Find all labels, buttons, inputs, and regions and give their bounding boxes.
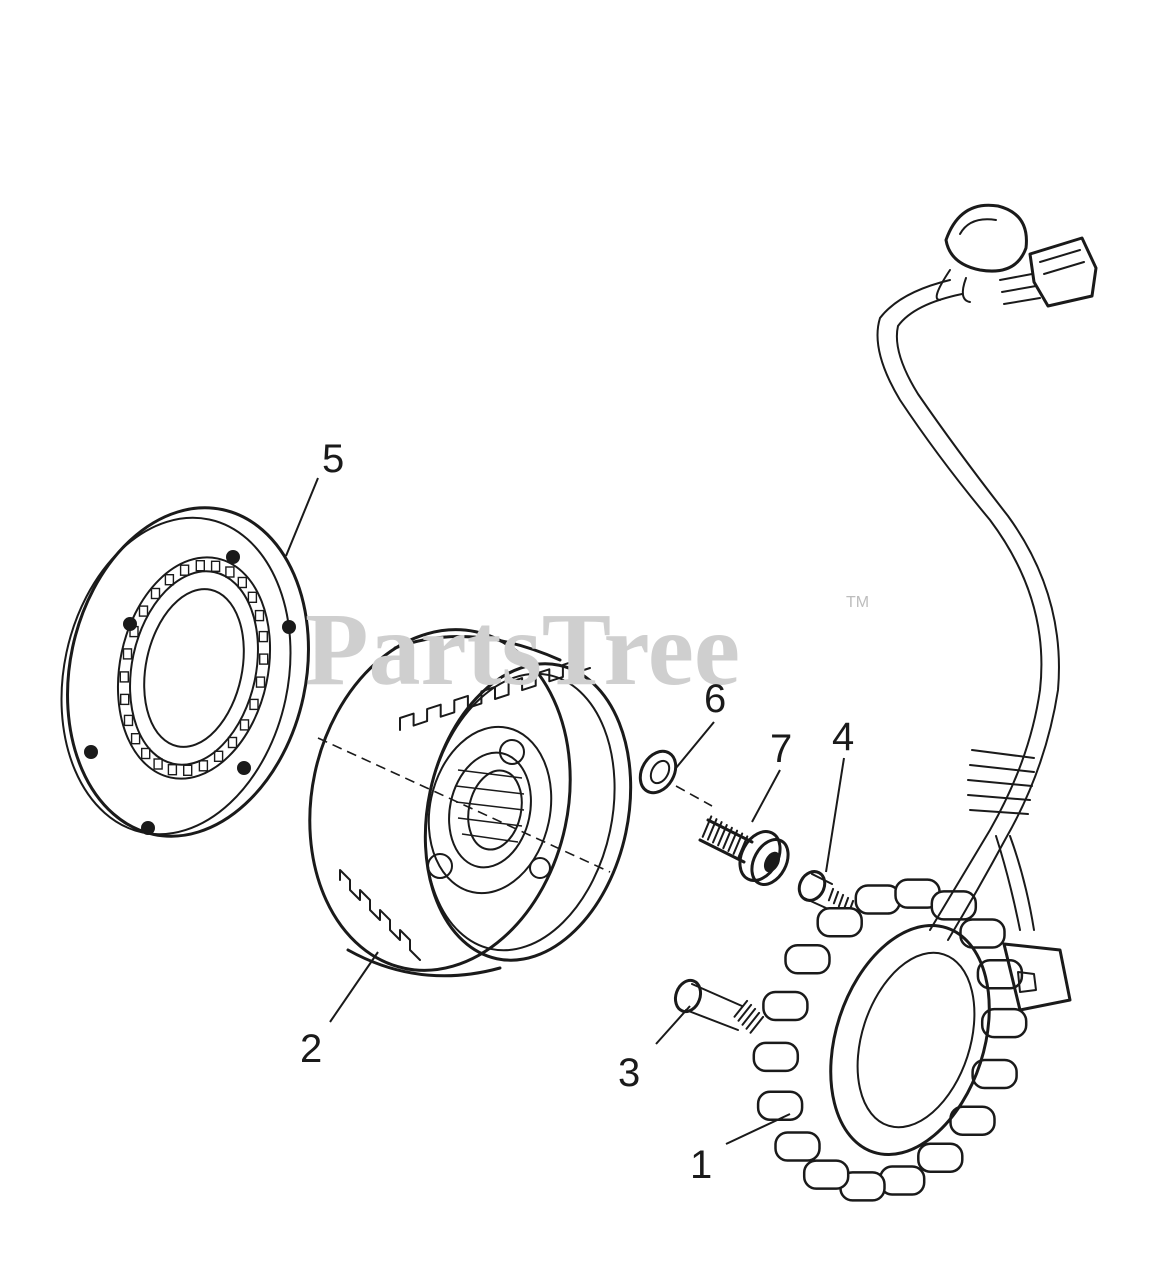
callout-5[interactable]: 5 — [322, 437, 344, 481]
leader-line-6 — [675, 721, 715, 769]
callout-2[interactable]: 2 — [300, 1027, 322, 1071]
part-1-stator — [752, 203, 1098, 1202]
part-3-bolt — [673, 978, 765, 1034]
leader-line-3 — [655, 1005, 691, 1045]
part-4-screw — [797, 870, 855, 914]
part-5-starter-clutch — [60, 506, 310, 838]
callout-6[interactable]: 6 — [704, 677, 726, 721]
callout-1[interactable]: 1 — [690, 1143, 712, 1187]
part-7-flywheel-bolt — [698, 815, 790, 886]
part-6-washer — [638, 749, 713, 807]
callout-7[interactable]: 7 — [770, 727, 792, 771]
leader-line-5 — [285, 477, 319, 557]
callout-4[interactable]: 4 — [832, 715, 854, 759]
leader-line-1 — [725, 1113, 791, 1145]
part-2-flywheel — [308, 628, 633, 978]
callout-3[interactable]: 3 — [618, 1051, 640, 1095]
leader-line-4 — [825, 757, 845, 873]
partstree-watermark: PartsTree — [305, 592, 740, 707]
trademark-symbol: TM — [846, 594, 869, 611]
leader-line-2 — [329, 951, 379, 1023]
leader-line-7 — [751, 769, 781, 823]
